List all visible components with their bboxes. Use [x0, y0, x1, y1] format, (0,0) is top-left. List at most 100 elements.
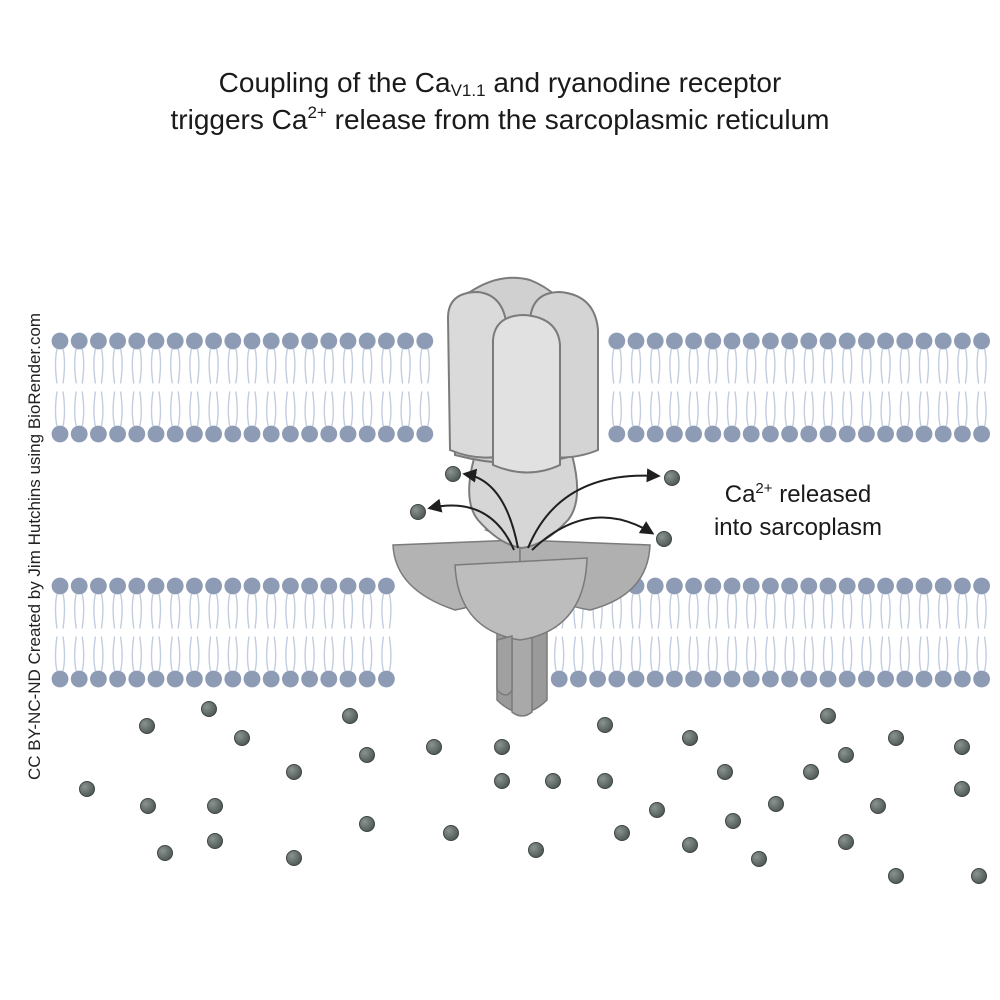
lipid-head [819, 577, 837, 595]
lipid-head [666, 332, 683, 350]
lipid-tail [119, 593, 123, 629]
lipid-tail [861, 636, 865, 672]
lipid-head [70, 425, 88, 443]
lipid-head [90, 332, 107, 350]
lipid-head [109, 332, 126, 350]
lipid-head [819, 332, 837, 350]
lipid-head [704, 425, 722, 443]
lipid-tail [669, 391, 673, 427]
calcium-ion-icon [971, 868, 987, 884]
lipid-head [800, 577, 818, 595]
lipid-tail [177, 391, 181, 427]
lipid-tail [842, 348, 845, 384]
lipid-tail [331, 636, 334, 672]
lipid-tail [342, 391, 346, 427]
lipid-tail [746, 348, 749, 384]
lipid-tail [830, 391, 834, 427]
lipid-head [128, 425, 146, 443]
lipid-head [838, 670, 856, 688]
lipid-head [819, 425, 837, 443]
lipid-tail [54, 636, 58, 672]
lipid-tail [400, 391, 404, 427]
lipid-tail [830, 348, 834, 384]
lipid-head [742, 577, 760, 595]
lipid-tail [304, 636, 308, 672]
lipid-head [608, 670, 626, 688]
lipid-tail [945, 636, 949, 672]
lipid-tail [650, 593, 653, 629]
lipid-tail [292, 636, 296, 672]
lipid-head [973, 577, 990, 595]
lipid-tail [369, 593, 373, 629]
lipid-tail [342, 593, 346, 629]
lipid-tail [323, 636, 327, 672]
calcium-ion-icon [803, 764, 819, 780]
lipid-tail [573, 636, 577, 672]
lipid-tail [907, 636, 910, 672]
lipid-tail [342, 636, 346, 672]
lipid-tail [926, 391, 930, 427]
calcium-ion-icon [528, 842, 544, 858]
lipid-tail [957, 391, 961, 427]
lipid-head [205, 670, 223, 688]
lipid-head [762, 670, 779, 688]
lipid-tail [381, 636, 385, 672]
lipid-tail [907, 391, 910, 427]
lipid-tail [811, 636, 814, 672]
lipid-tail [381, 391, 385, 427]
calcium-ions [79, 466, 987, 884]
lipid-head [224, 577, 242, 595]
lipid-tail [849, 391, 853, 427]
lipid-tail [139, 636, 142, 672]
credit-text: CC BY-NC-ND Created by Jim Hutchins usin… [25, 312, 44, 780]
lipid-head [896, 670, 914, 688]
lipid-tail [611, 636, 615, 672]
lipid-tail [304, 391, 308, 427]
lipid-tail [715, 636, 718, 672]
lipid-tail [976, 636, 980, 672]
calcium-ion-icon [888, 868, 904, 884]
lipid-head [915, 670, 933, 688]
lipid-tail [208, 391, 212, 427]
lipid-head [224, 332, 242, 350]
ryanodine-receptor-icon [446, 276, 599, 550]
lipid-tail [100, 348, 104, 384]
lipid-head [934, 670, 952, 688]
lipid-head [224, 670, 242, 688]
lipid-tail [112, 636, 116, 672]
lipid-tail [907, 593, 910, 629]
lipid-head [128, 332, 146, 350]
lipid-head [973, 332, 990, 350]
lipid-tail [119, 636, 123, 672]
lipid-tail [362, 391, 365, 427]
lipid-tail [592, 636, 596, 672]
lipid-tail [726, 593, 730, 629]
lipid-head [51, 577, 69, 595]
lipid-head [646, 670, 664, 688]
lipid-head [550, 670, 568, 688]
lipid-head [627, 332, 645, 350]
lipid-tail [676, 593, 680, 629]
lipid-head [646, 332, 664, 350]
lipid-tail [266, 391, 269, 427]
lipid-tail [868, 391, 872, 427]
lipid-tail [100, 636, 104, 672]
lipid-tail [131, 348, 135, 384]
lipid-head [90, 425, 107, 443]
lipid-tail [811, 593, 814, 629]
lipid-tail [235, 391, 238, 427]
calcium-ion-icon [207, 798, 223, 814]
lipid-head [800, 670, 818, 688]
lipid-head [416, 332, 434, 350]
lipid-tail [208, 636, 212, 672]
calcium-ion-icon [139, 718, 155, 734]
title-text: triggers Ca [170, 104, 308, 135]
lipid-tail [650, 391, 653, 427]
lipid-tail [791, 636, 795, 672]
lipid-tail [292, 593, 296, 629]
lipid-head [762, 332, 779, 350]
lipid-tail [369, 636, 373, 672]
lipid-tail [246, 391, 250, 427]
lipid-tail [657, 593, 661, 629]
lipid-tail [285, 348, 289, 384]
